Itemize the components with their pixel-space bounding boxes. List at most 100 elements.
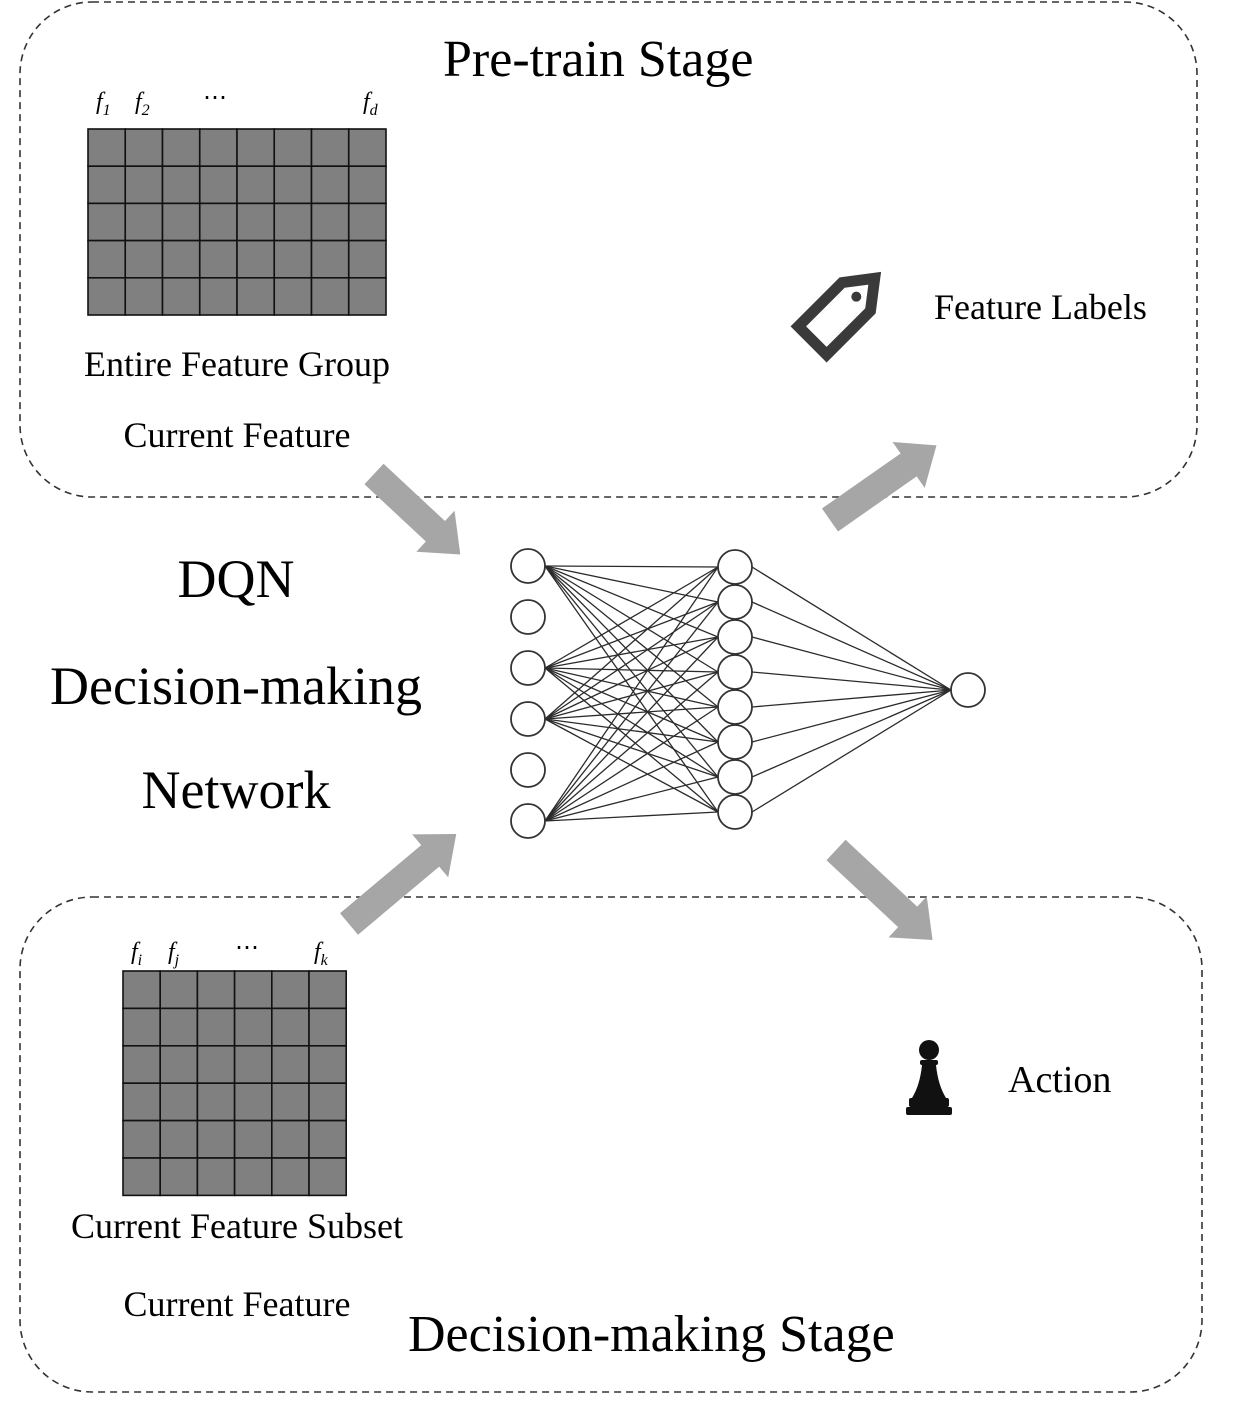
matrix-cell bbox=[87, 202, 127, 242]
current-feature-subset-matrix bbox=[122, 970, 348, 1197]
matrix-cell bbox=[122, 1119, 162, 1159]
network-edge bbox=[544, 671, 719, 822]
matrix-cell bbox=[233, 1119, 273, 1159]
arrow-decision-to-network bbox=[340, 834, 457, 935]
network-edge bbox=[544, 667, 719, 743]
matrix-cell bbox=[198, 202, 238, 242]
matrix-cell bbox=[196, 1157, 236, 1197]
matrix-cell bbox=[122, 1045, 162, 1085]
pretrain-current-feature-caption: Current Feature bbox=[123, 415, 351, 455]
hidden-node bbox=[717, 584, 753, 620]
hidden-node bbox=[717, 689, 753, 725]
matrix-cell bbox=[159, 1119, 199, 1159]
matrix-cell bbox=[347, 165, 387, 205]
network-edge bbox=[544, 565, 719, 603]
matrix-cell bbox=[122, 970, 162, 1010]
feature-labels-text: Feature Labels bbox=[934, 287, 1147, 327]
matrix-cell bbox=[196, 1045, 236, 1085]
matrix-cell bbox=[159, 970, 199, 1010]
matrix-cell bbox=[310, 239, 350, 279]
matrix-cell bbox=[270, 1007, 310, 1047]
matrix-cell bbox=[161, 239, 201, 279]
network-edge bbox=[544, 566, 719, 720]
header-fj: fj bbox=[168, 939, 180, 969]
header-fd: fd bbox=[363, 89, 378, 119]
matrix-cell bbox=[347, 239, 387, 279]
matrix-cell bbox=[233, 1007, 273, 1047]
hidden-node bbox=[717, 619, 753, 655]
header-ellipsis-top: ⋯ bbox=[203, 85, 227, 111]
matrix-cell bbox=[196, 1082, 236, 1122]
network-edge bbox=[544, 565, 719, 708]
matrix-cell bbox=[270, 1157, 310, 1197]
matrix-cell bbox=[87, 128, 127, 168]
input-node bbox=[510, 803, 546, 839]
network-edge bbox=[544, 565, 719, 743]
network-edge bbox=[544, 811, 719, 822]
network-edge bbox=[751, 601, 952, 691]
matrix-cell bbox=[347, 276, 387, 316]
network-edge bbox=[544, 667, 719, 708]
matrix-cell bbox=[161, 202, 201, 242]
network-edge bbox=[751, 636, 952, 691]
network-edge bbox=[544, 718, 719, 743]
matrix-cell bbox=[233, 970, 273, 1010]
matrix-cell bbox=[161, 165, 201, 205]
network-edge bbox=[544, 565, 719, 568]
matrix-cell bbox=[308, 1082, 348, 1122]
hidden-node bbox=[717, 794, 753, 830]
decision-current-feature-caption: Current Feature bbox=[123, 1284, 351, 1324]
matrix-cell bbox=[270, 970, 310, 1010]
matrix-cell bbox=[308, 1119, 348, 1159]
hidden-node bbox=[717, 759, 753, 795]
matrix-cell bbox=[310, 276, 350, 316]
matrix-cell bbox=[308, 970, 348, 1010]
network-edge bbox=[544, 565, 719, 638]
network-edge bbox=[544, 601, 719, 669]
matrix-cell bbox=[310, 165, 350, 205]
decision-stage-panel bbox=[19, 896, 1203, 1393]
network-edge bbox=[544, 636, 719, 822]
matrix-cell bbox=[196, 1119, 236, 1159]
matrix-cell bbox=[122, 1082, 162, 1122]
network-edge bbox=[544, 667, 719, 813]
input-node bbox=[510, 701, 546, 737]
matrix-cell bbox=[270, 1119, 310, 1159]
matrix-cell bbox=[236, 165, 276, 205]
pretrain-stage-title: Pre-train Stage bbox=[443, 31, 754, 88]
network-edge bbox=[751, 689, 952, 813]
matrix-cell bbox=[124, 165, 164, 205]
matrix-cell bbox=[236, 128, 276, 168]
network-label: Network bbox=[141, 760, 331, 820]
matrix-cell bbox=[87, 165, 127, 205]
matrix-cell bbox=[159, 1007, 199, 1047]
header-fi: fi bbox=[131, 939, 143, 969]
dqn-label: DQN bbox=[177, 549, 295, 609]
network-edge bbox=[751, 689, 952, 708]
hidden-node bbox=[717, 724, 753, 760]
matrix-cell bbox=[124, 276, 164, 316]
network-edge bbox=[751, 689, 952, 743]
matrix-cell bbox=[124, 239, 164, 279]
matrix-cell bbox=[273, 239, 313, 279]
matrix-cell bbox=[124, 202, 164, 242]
matrix-cell bbox=[347, 202, 387, 242]
matrix-cell bbox=[198, 276, 238, 316]
network-edge bbox=[544, 636, 719, 720]
network-edge bbox=[544, 566, 719, 822]
matrix-cell bbox=[347, 128, 387, 168]
matrix-cell bbox=[310, 202, 350, 242]
matrix-cell bbox=[273, 165, 313, 205]
network-nodes bbox=[510, 548, 986, 839]
matrix-cell bbox=[233, 1157, 273, 1197]
network-edge bbox=[544, 565, 719, 778]
matrix-cell bbox=[273, 128, 313, 168]
matrix-cell bbox=[122, 1007, 162, 1047]
input-node bbox=[510, 650, 546, 686]
matrix-cell bbox=[196, 1007, 236, 1047]
matrix-cell bbox=[270, 1082, 310, 1122]
matrix-cell bbox=[233, 1045, 273, 1085]
matrix-cell bbox=[308, 1007, 348, 1047]
arrow-network-to-feature-labels bbox=[821, 442, 937, 532]
